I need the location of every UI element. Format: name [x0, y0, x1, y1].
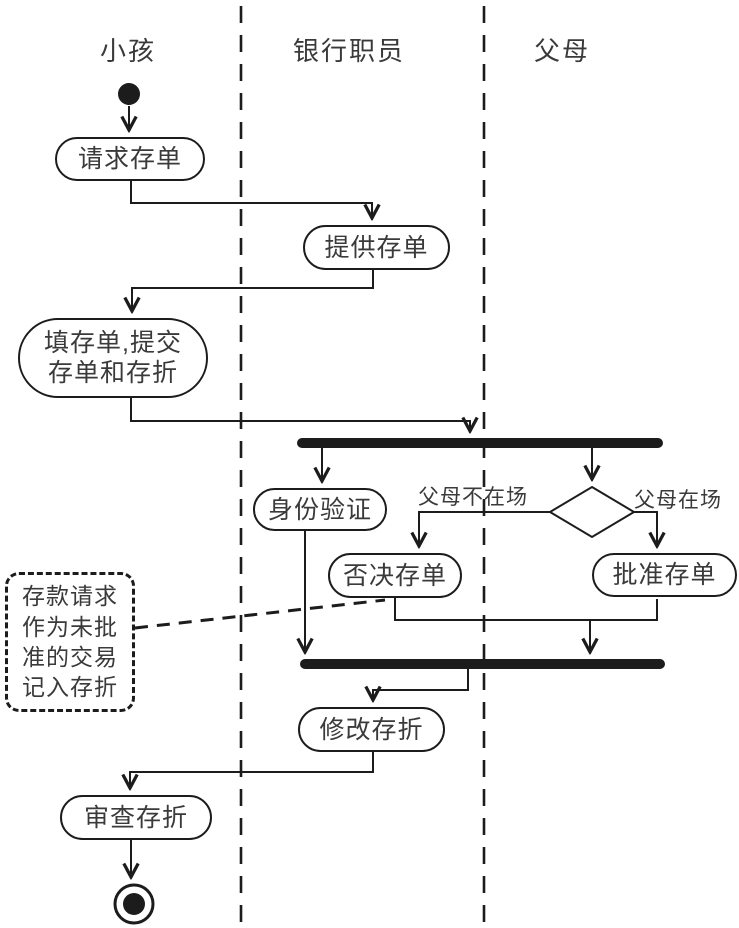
activity-reject-slip: 否决存单 — [328, 553, 462, 598]
activity-identity-verify: 身份验证 — [253, 488, 387, 531]
activity-provide-slip: 提供存单 — [303, 225, 450, 270]
activity-review-passbook: 审查存折 — [60, 795, 212, 840]
activity-fill-submit: 填存单,提交 存单和存折 — [18, 318, 208, 398]
edge-join-to-modify — [373, 669, 469, 700]
edge-provide-to-fill — [132, 270, 374, 311]
lane-header-clerk: 银行职员 — [292, 36, 405, 66]
edge-decision-to-reject — [419, 511, 550, 546]
edge-modify-to-review — [130, 752, 374, 788]
final-node-icon — [113, 883, 155, 925]
activity-modify-passbook: 修改存折 — [298, 707, 445, 752]
decision-diamond-icon — [548, 485, 636, 539]
activity-approve-slip: 批准存单 — [592, 553, 737, 597]
activity-request-slip: 请求存单 — [55, 137, 205, 181]
fork-bar — [297, 438, 663, 448]
initial-node-icon — [118, 83, 140, 105]
note-connector — [134, 598, 386, 630]
lane-header-child: 小孩 — [99, 36, 156, 66]
edge-reject-approve-merge — [394, 598, 658, 621]
branch-label-parent-absent: 父母不在场 — [418, 486, 528, 509]
connectors — [129, 106, 657, 877]
edge-decision-to-approve — [634, 511, 657, 546]
edge-fill-to-fork — [130, 398, 470, 431]
lane-header-parents: 父母 — [533, 36, 590, 66]
branch-label-parent-present: 父母在场 — [634, 489, 722, 512]
note-box: 存款请求 作为未批 准的交易 记入存折 — [5, 572, 135, 712]
edge-request-to-provide — [130, 181, 372, 218]
join-bar — [300, 659, 665, 669]
